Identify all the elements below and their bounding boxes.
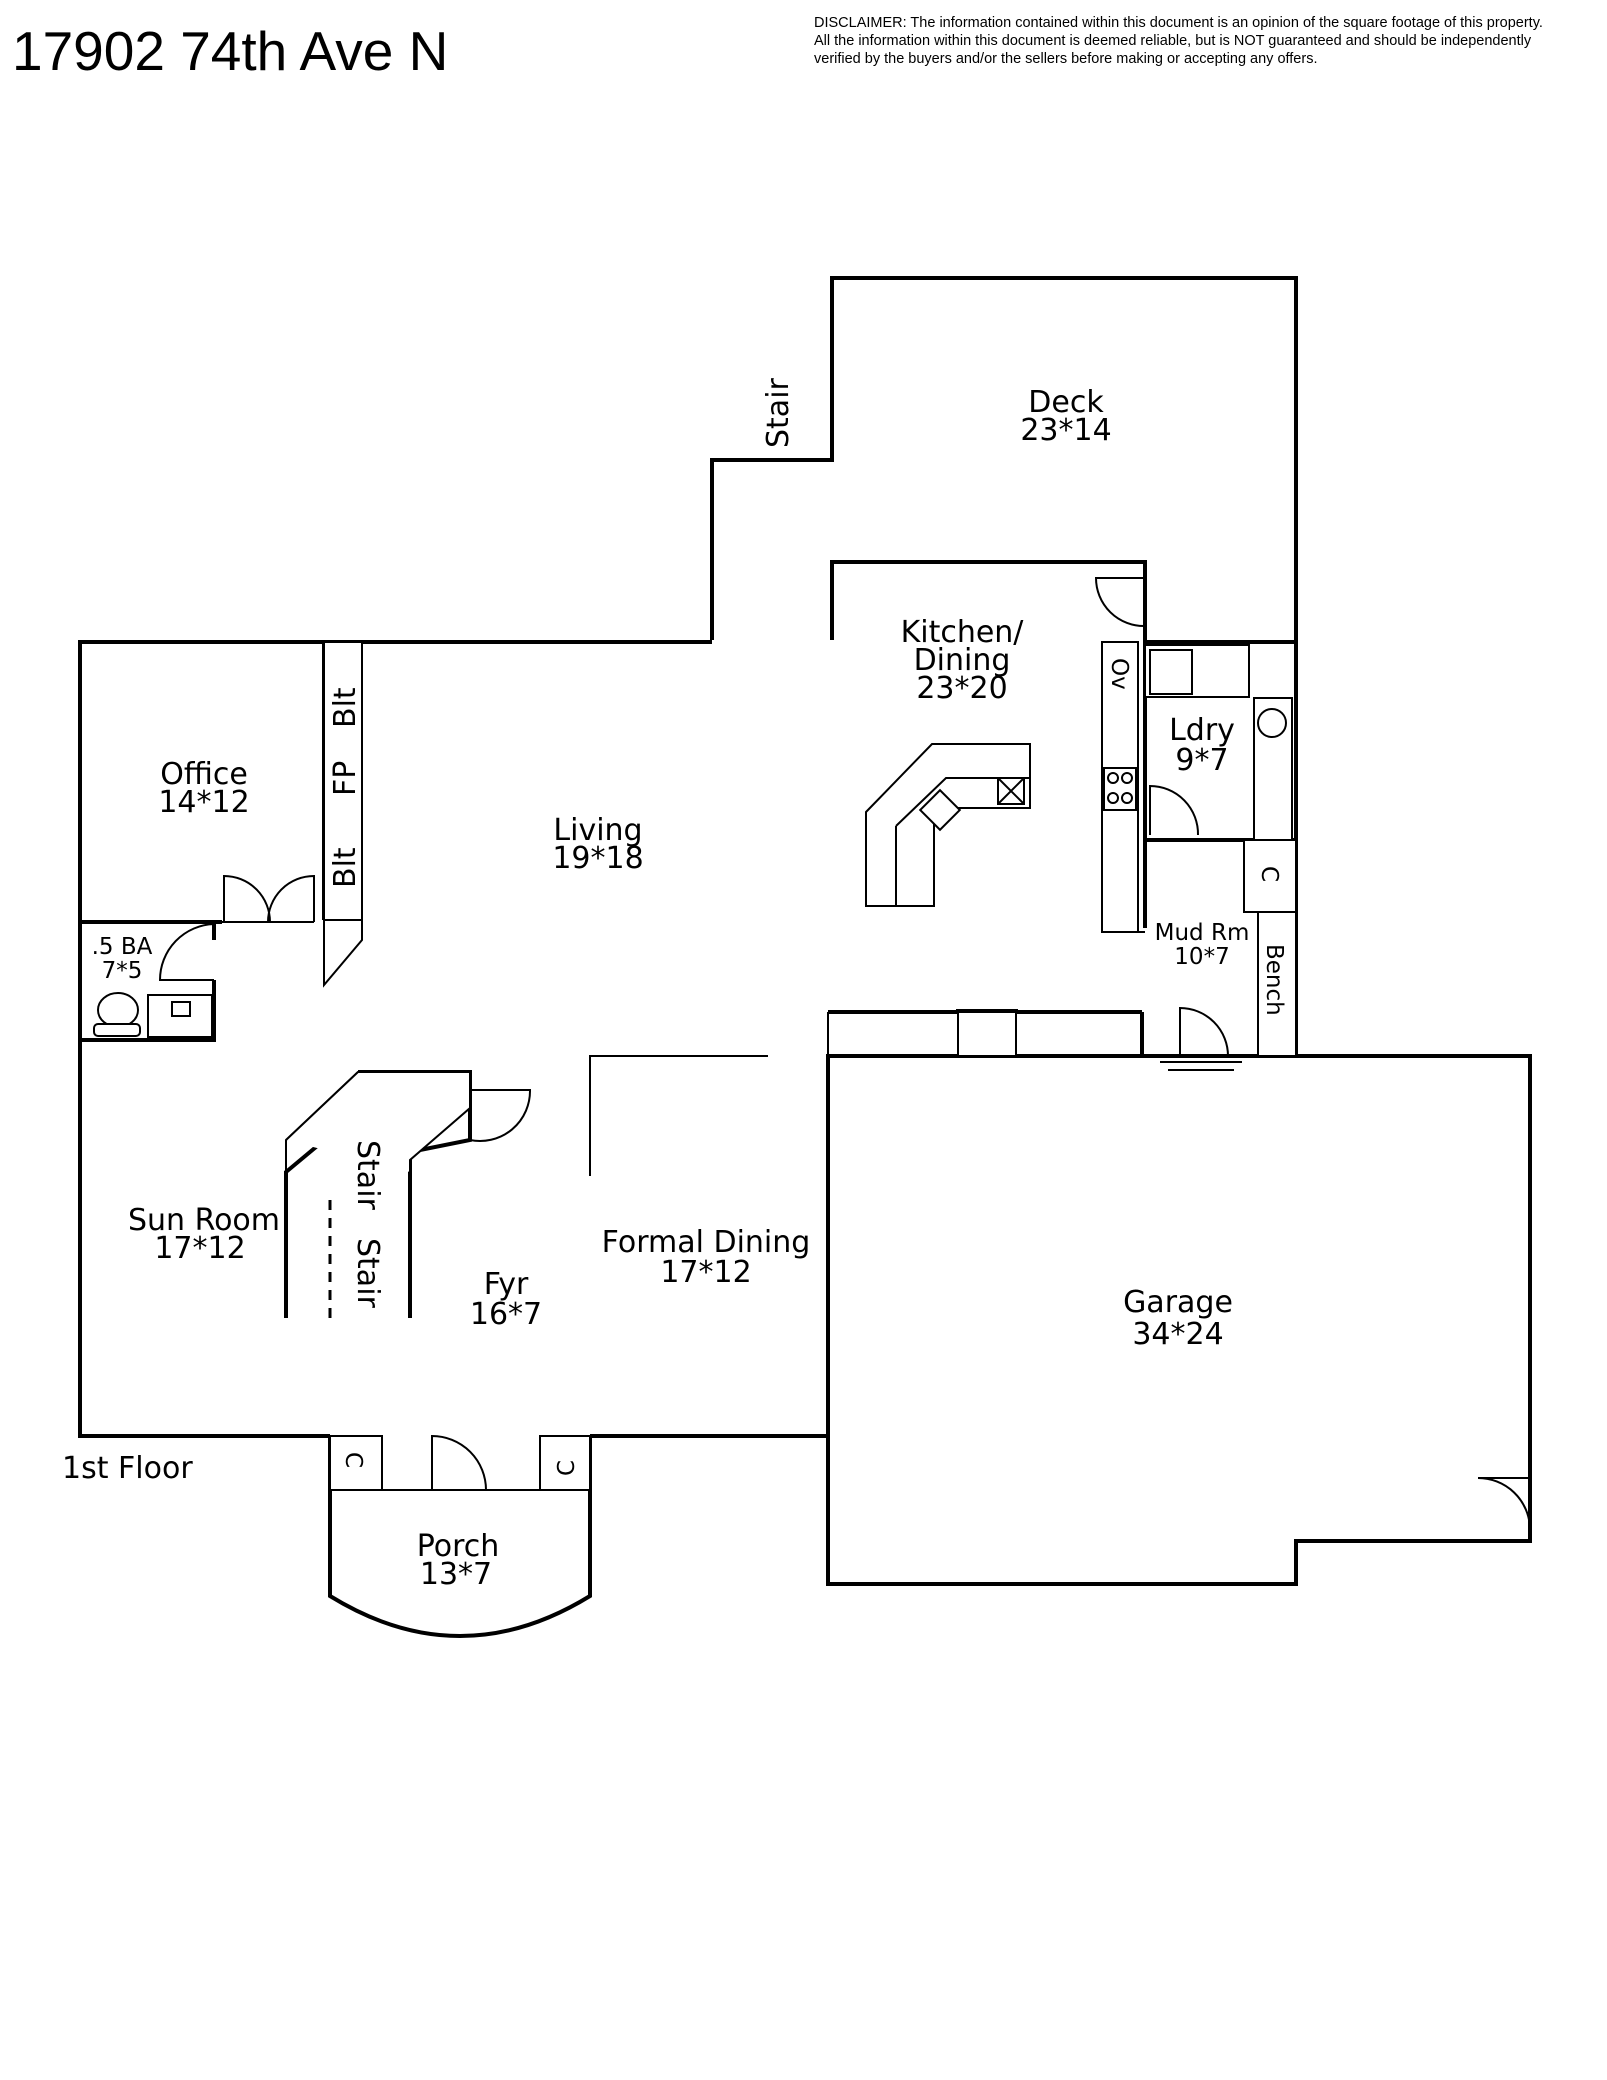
deck-size: 23*14 xyxy=(1020,413,1111,448)
porch-size: 13*7 xyxy=(420,1557,492,1592)
page-title: 17902 74th Ave N xyxy=(12,20,448,82)
mud-closet xyxy=(1243,839,1297,913)
mud-closet-label: C xyxy=(1256,866,1282,882)
burner xyxy=(1121,772,1133,784)
floor-label: 1st Floor xyxy=(62,1451,193,1486)
living-name: Living xyxy=(553,813,642,848)
disclaimer-line-1: DISCLAIMER: The information contained wi… xyxy=(814,15,1543,31)
washer xyxy=(1149,649,1193,695)
stair-label-a: Stair xyxy=(350,1140,385,1211)
sun-room-name: Sun Room xyxy=(128,1203,280,1238)
sink-basin xyxy=(171,1001,191,1017)
kitchen-name-1: Kitchen/ xyxy=(901,615,1025,650)
threshold xyxy=(1160,1061,1242,1071)
kitchen-size: 23*20 xyxy=(916,671,1007,706)
laundry-door xyxy=(1149,784,1200,836)
porch-closet-left xyxy=(329,1435,383,1491)
island-sink xyxy=(918,788,962,832)
mud-room-door xyxy=(1179,1006,1229,1057)
formal-dining-size: 17*12 xyxy=(660,1255,751,1290)
mud-room-size: 10*7 xyxy=(1174,944,1229,970)
bench xyxy=(1257,911,1297,1057)
cabinet-block xyxy=(957,1011,1017,1057)
dining-partial-wall xyxy=(589,1055,768,1176)
kitchen-counter-east-inner xyxy=(1137,642,1145,933)
kitchen-name-2: Dining xyxy=(914,643,1011,678)
half-bath-size: 7*5 xyxy=(102,958,143,984)
garage-name: Garage xyxy=(1123,1285,1233,1320)
kitchen-island xyxy=(865,743,1031,907)
deck-outline xyxy=(710,276,1298,645)
builtin-label-top: Blt xyxy=(328,687,363,728)
disclaimer-line-3: verified by the buyers and/or the seller… xyxy=(814,51,1317,67)
office-name: Office xyxy=(160,757,248,792)
front-door xyxy=(431,1434,487,1491)
porch-closet-right-label: C xyxy=(554,1460,580,1476)
burner xyxy=(1121,792,1133,804)
garage-size: 34*24 xyxy=(1132,1317,1223,1352)
dishwasher-x xyxy=(997,777,1025,805)
kitchen-deck-door xyxy=(1094,577,1146,628)
bench-label: Bench xyxy=(1261,944,1287,1016)
fireplace-hearth xyxy=(323,919,363,988)
laundry-size: 9*7 xyxy=(1175,743,1228,778)
toilet-tank xyxy=(93,1023,141,1037)
half-bath-name: .5 BA xyxy=(92,934,153,960)
porch-closet-right xyxy=(539,1435,591,1491)
builtin-label-bottom: Blt xyxy=(328,847,363,888)
toilet xyxy=(97,992,139,1028)
foyer-name: Fyr xyxy=(484,1267,529,1302)
closet-door xyxy=(469,1089,532,1142)
laundry-name: Ldry xyxy=(1169,713,1235,748)
half-bath-door xyxy=(158,923,215,981)
oven-label: Ov xyxy=(1106,658,1132,690)
porch-name: Porch xyxy=(417,1529,500,1564)
fireplace-label: FP xyxy=(328,761,363,796)
mud-room-name: Mud Rm xyxy=(1155,920,1250,946)
burner xyxy=(1107,792,1119,804)
porch-outline xyxy=(328,1436,592,1638)
office-door-left xyxy=(223,874,271,923)
living-size: 19*18 xyxy=(552,841,643,876)
formal-dining-name: Formal Dining xyxy=(602,1225,811,1260)
disclaimer-line-2: All the information within this document… xyxy=(814,33,1532,49)
sun-room-size: 17*12 xyxy=(154,1231,245,1266)
laundry-sink xyxy=(1257,708,1287,738)
stair-label-b: Stair xyxy=(350,1238,385,1309)
deck-stair-label: Stair xyxy=(761,377,796,448)
porch-closet-left-label: C xyxy=(340,1452,366,1468)
office-size: 14*12 xyxy=(158,785,249,820)
burner xyxy=(1107,772,1119,784)
deck-name: Deck xyxy=(1028,385,1104,420)
foyer-size: 16*7 xyxy=(470,1297,542,1332)
office-door-right xyxy=(267,874,315,923)
garage-side-door xyxy=(1477,1477,1531,1529)
garage-outline xyxy=(826,1054,1532,1586)
